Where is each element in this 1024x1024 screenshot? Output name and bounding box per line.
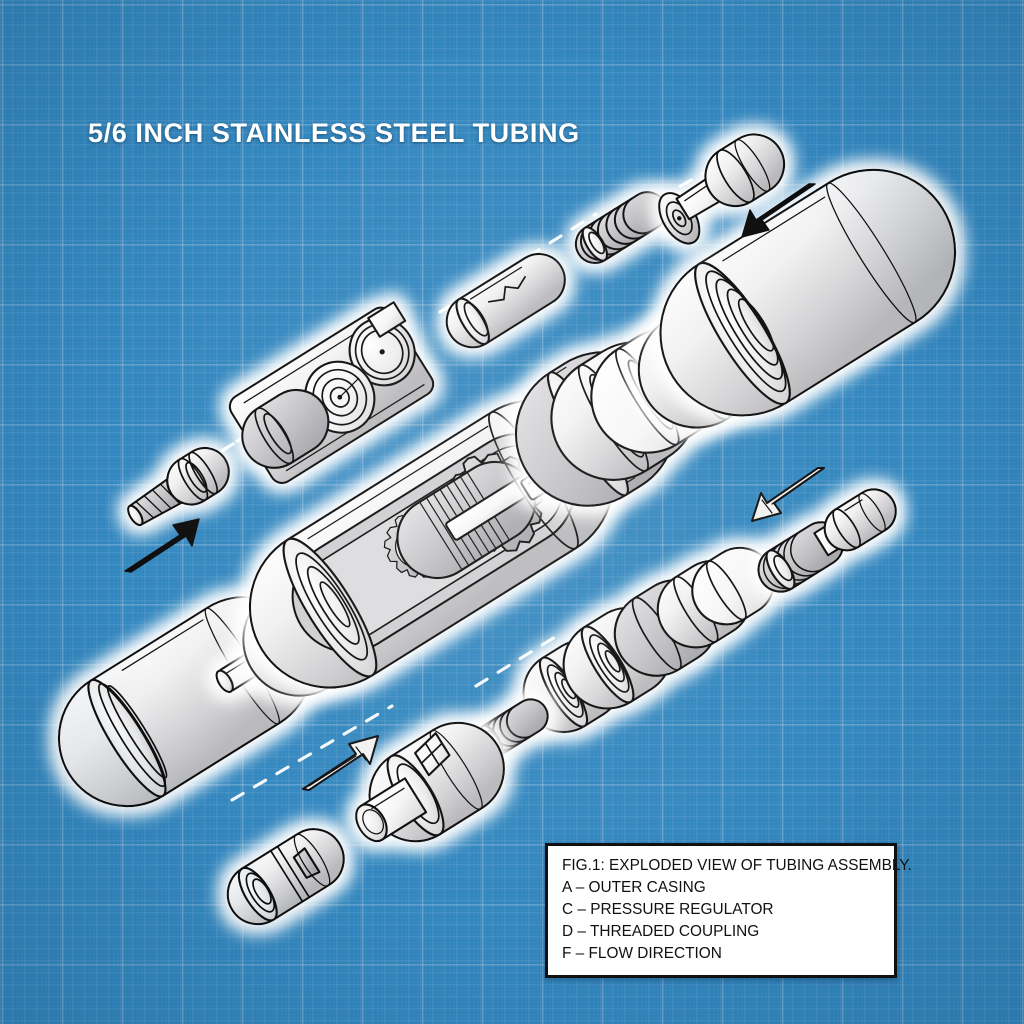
- part-slotted-sleeve: [226, 828, 345, 926]
- flow-arrow-lower-left: [124, 518, 200, 573]
- part-flanged-bolt: [658, 133, 786, 245]
- flow-arrow-upper-right: [741, 183, 816, 238]
- legend-item-f: F – FLOW DIRECTION: [562, 944, 722, 962]
- part-threaded-coupling-right: [757, 488, 897, 593]
- legend-item-c: C – PRESSURE REGULATOR: [562, 900, 774, 918]
- page-title: 5/6 INCH STAINLESS STEEL TUBING: [88, 118, 580, 148]
- legend-caption: FIG.1: EXPLODED VIEW OF TUBING ASSEMBLY.: [562, 857, 912, 874]
- legend-item-a: A – OUTER CASING: [562, 878, 706, 896]
- part-threaded-stud-left: [127, 446, 230, 527]
- part-bearing-race-stack: [522, 546, 775, 734]
- part-regulator-body: [355, 721, 505, 843]
- flow-arrow-mid-right: [751, 467, 825, 522]
- part-gear-housing-cutaway: [248, 399, 615, 689]
- legend-item-d: D – THREADED COUPLING: [562, 922, 760, 940]
- flow-arrow-lower-mid: [302, 735, 379, 791]
- part-dowel-pin-sleeve: [445, 252, 566, 349]
- part-valve-block: [228, 301, 435, 484]
- part-coil-spring-upper: [574, 191, 668, 265]
- part-outer-casing-shell: [659, 168, 957, 417]
- legend-box: FIG.1: EXPLODED VIEW OF TUBING ASSEMBLY.…: [545, 843, 912, 979]
